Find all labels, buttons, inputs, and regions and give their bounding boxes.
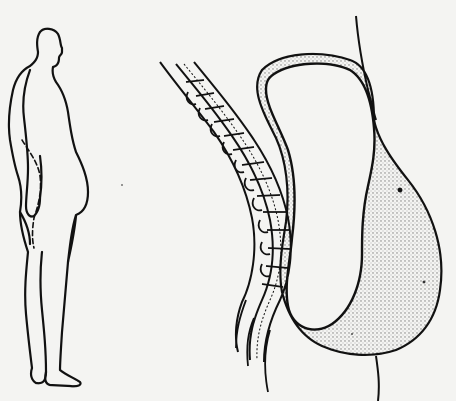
body-outline-back [7,30,48,385]
arm-outline [22,68,42,218]
back-skin-line [159,61,256,353]
vertebra-lines [185,79,291,288]
spinal-column [175,61,292,363]
sacrum-line-2 [246,317,255,367]
skin-line-bottom [375,355,380,401]
standing-figure [7,27,90,388]
sacrum-line-1 [235,299,247,349]
spine-curve-dashed [21,139,42,249]
sacrum-line-3 [264,329,271,393]
organ-inner [264,62,376,331]
skin-line-right [355,15,377,121]
spinous-processes [185,91,271,278]
leg-inner-line [39,250,48,374]
front-leg-line [66,214,78,264]
cross-section [121,15,443,401]
body-outline-front [38,27,90,388]
spinal-cord [183,63,282,361]
spine-anterior-edge [193,61,292,363]
buttock-line [18,210,32,246]
speck [121,184,123,186]
marker-dot [397,187,403,193]
marker-dot-small [422,280,426,284]
spine-posterior-edge [175,63,274,361]
speck [351,333,353,335]
